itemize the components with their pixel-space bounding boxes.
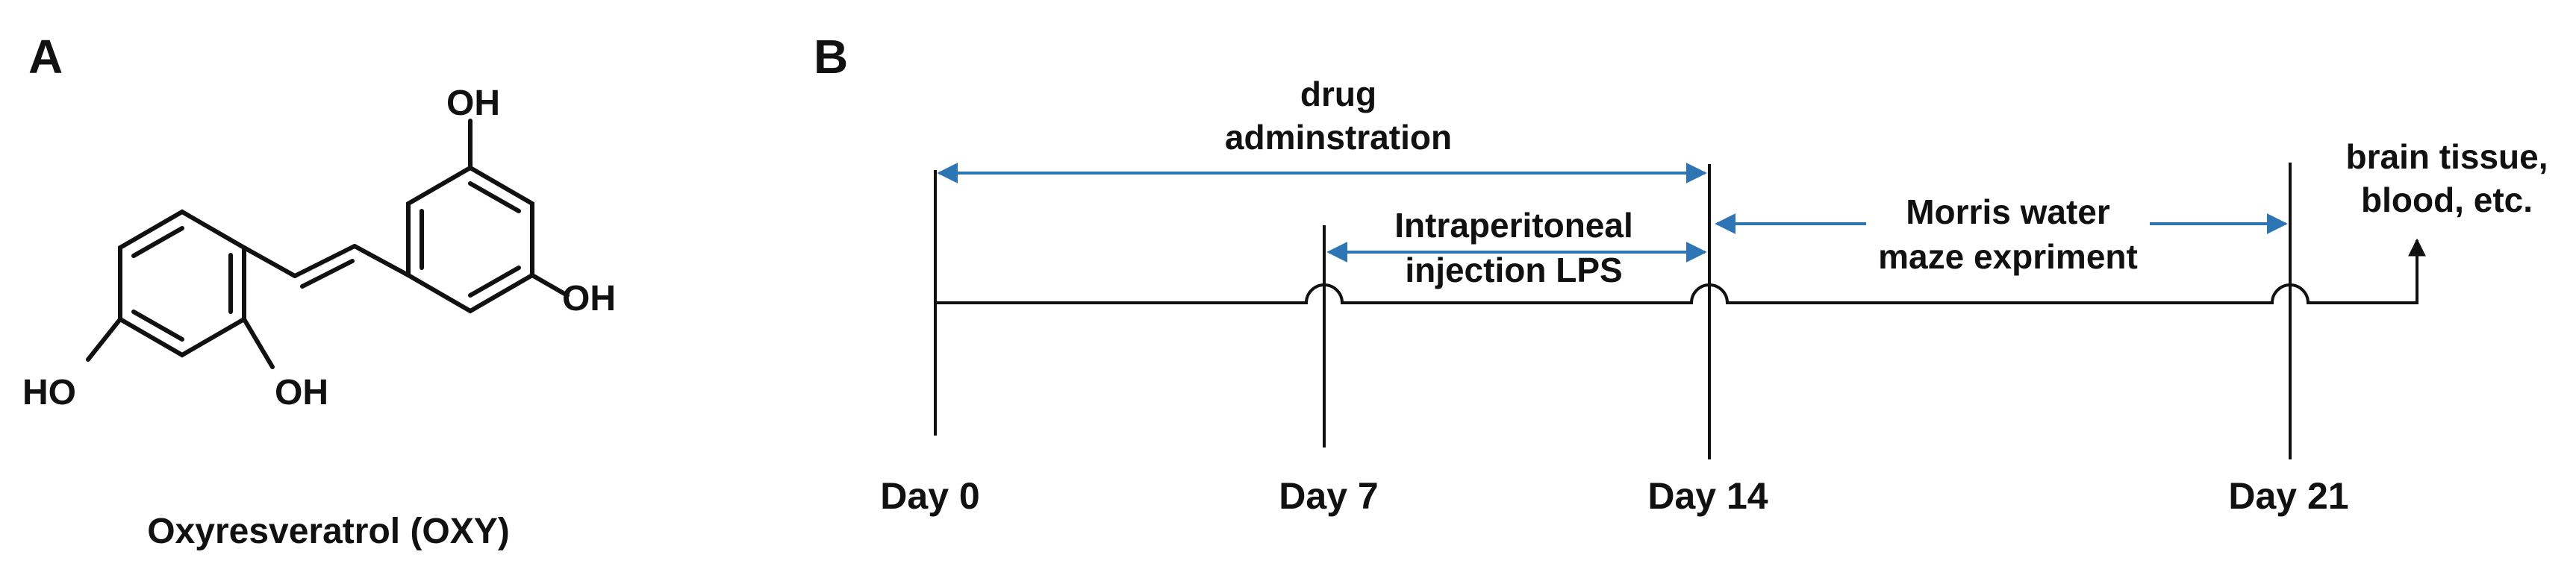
compound-name: Oxyresveratrol (OXY): [147, 512, 510, 551]
atom-oh-right: OH: [562, 279, 616, 318]
vinyl-double-inner: [300, 259, 355, 289]
oxyresveratrol-structure: OH OH HO OH: [22, 84, 616, 412]
vinyl-bond-1: [352, 244, 411, 277]
panel-b-label: B: [814, 30, 848, 84]
bond-ho-left: [86, 317, 122, 362]
lps-label-line1: Intraperitoneal: [1394, 206, 1633, 245]
bond-oh-right: [530, 273, 570, 298]
ring-left: [118, 209, 246, 358]
ring-left-double-2: [131, 226, 184, 258]
vinyl-double-outer: [293, 244, 357, 278]
drug-label-line2: adminstration: [1225, 118, 1452, 157]
vinyl-bond-2: [242, 245, 297, 278]
ring-right-double-3: [468, 181, 521, 213]
day-21-label: Day 21: [2228, 475, 2348, 517]
ring-right-double-2: [468, 266, 521, 298]
mwm-label-line1: Morris water: [1906, 192, 2110, 231]
lps-label-line2: injection LPS: [1405, 251, 1622, 289]
bond-oh-bottom: [242, 317, 275, 369]
atom-ho-left: HO: [22, 373, 76, 412]
panel-a-label: A: [28, 30, 63, 84]
mwm-label-line2: maze expriment: [1878, 237, 2138, 276]
drug-label-line1: drug: [1300, 75, 1376, 113]
ring-right: [406, 165, 534, 314]
timeline-axis: [935, 238, 2426, 304]
day-14-label: Day 14: [1647, 475, 1768, 517]
day-7-label: Day 7: [1279, 475, 1378, 517]
ring-left-double-3: [131, 310, 184, 342]
panel-b: B drug adminstration Intraperitoneal inj…: [814, 30, 2548, 517]
endpoint-label-line1: brain tissue,: [2346, 137, 2548, 176]
endpoint-label-line2: blood, etc.: [2361, 180, 2533, 219]
day-0-label: Day 0: [880, 475, 979, 517]
atom-oh-bottom: OH: [275, 373, 328, 412]
atom-oh-top: OH: [446, 84, 500, 123]
panel-a: A OH OH HO OH Oxyresvera: [22, 30, 616, 551]
